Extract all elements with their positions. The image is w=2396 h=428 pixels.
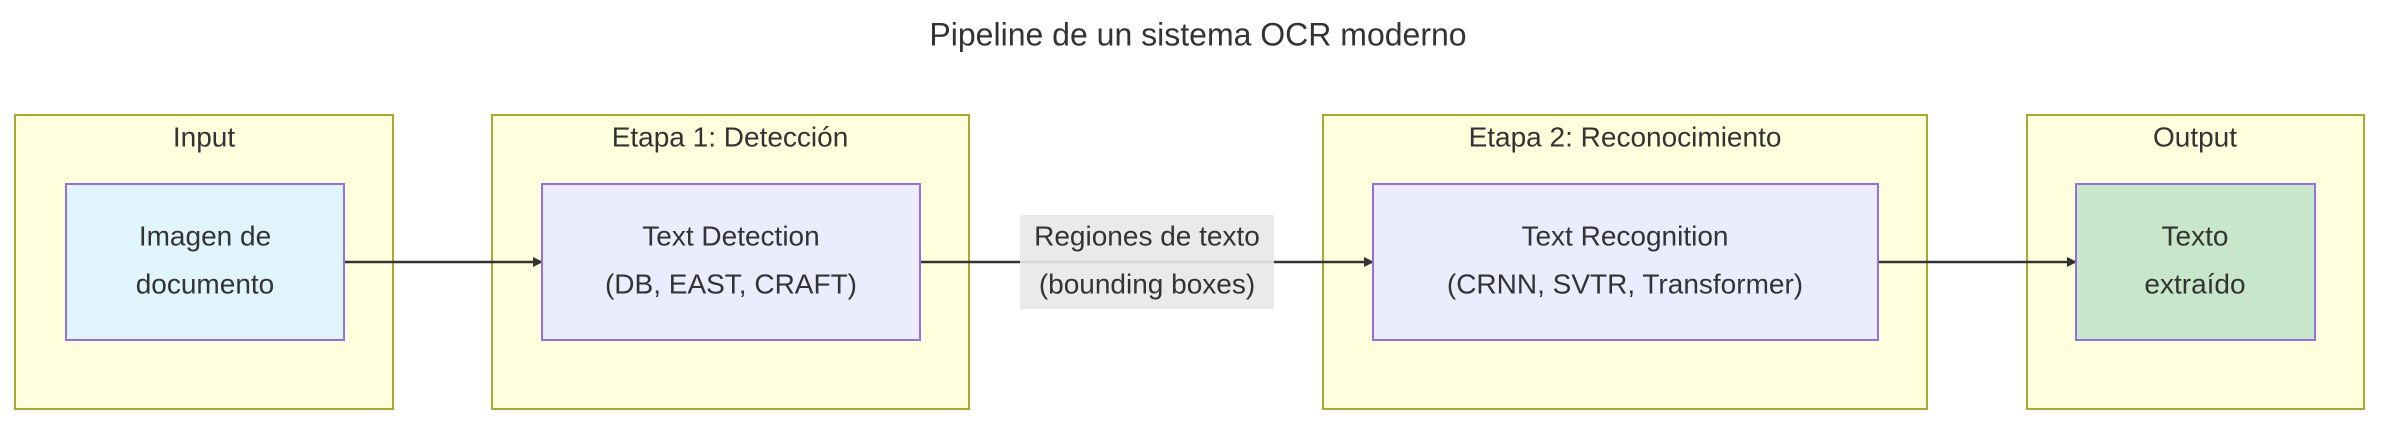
cluster-label: Output bbox=[2153, 121, 2237, 152]
node-line2: documento bbox=[136, 268, 275, 299]
node-line2: extraído bbox=[2144, 268, 2245, 299]
cluster-label: Input bbox=[173, 121, 235, 152]
edge-label-line1: Regiones de texto bbox=[1034, 220, 1260, 251]
node-line1: Imagen de bbox=[139, 220, 271, 251]
cluster-label: Etapa 2: Reconocimiento bbox=[1469, 121, 1782, 152]
edge-label-line2: (bounding boxes) bbox=[1039, 268, 1255, 299]
node-line2: (CRNN, SVTR, Transformer) bbox=[1447, 268, 1803, 299]
node-text-recognition: Text Recognition (CRNN, SVTR, Transforme… bbox=[1372, 183, 1879, 341]
node-line1: Text Detection bbox=[642, 220, 819, 251]
cluster-label: Etapa 1: Detección bbox=[612, 121, 849, 152]
edge-label: Regiones de texto (bounding boxes) bbox=[1020, 215, 1274, 309]
node-extracted-text: Texto extraído bbox=[2075, 183, 2316, 341]
node-text-detection: Text Detection (DB, EAST, CRAFT) bbox=[541, 183, 921, 341]
node-line1: Text Recognition bbox=[1521, 220, 1728, 251]
node-document-image: Imagen de documento bbox=[65, 183, 345, 341]
node-line1: Texto bbox=[2162, 220, 2229, 251]
diagram-title: Pipeline de un sistema OCR moderno bbox=[929, 16, 1466, 52]
node-line2: (DB, EAST, CRAFT) bbox=[605, 268, 857, 299]
